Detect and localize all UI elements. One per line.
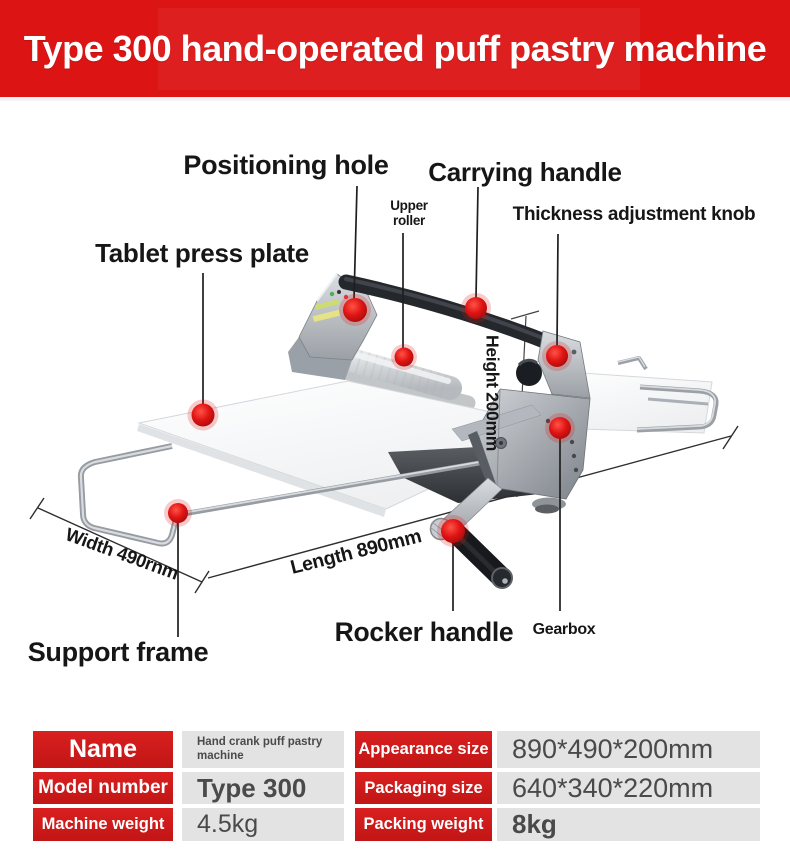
red-markers: [164, 293, 575, 547]
spec-label-machine-weight: Machine weight: [33, 808, 173, 841]
gearbox-assembly: [451, 388, 591, 514]
label-support-frame: Support frame: [27, 637, 209, 667]
label-tablet-press-plate: Tablet press plate: [95, 238, 309, 268]
left-side-plate: [288, 273, 378, 380]
callout-lines: [177, 185, 561, 637]
spec-label-packing-weight: Packing weight: [355, 808, 492, 841]
banner-inner-panel: [158, 8, 640, 90]
spec-label-packaging-size: Packaging size: [355, 772, 492, 804]
spec-label-model-number: Model number: [33, 772, 173, 804]
support-frame-wire: [77, 443, 521, 547]
right-board: [548, 356, 719, 434]
label-height-dimension: Height 200mm: [482, 334, 503, 452]
spec-label-appearance-size: Appearance size: [355, 731, 492, 768]
banner-bottom-edge: [0, 97, 790, 101]
page-title: Type 300 hand-operated puff pastry machi…: [23, 27, 767, 69]
label-positioning-hole: Positioning hole: [183, 150, 389, 180]
spec-value-name: Hand crank puff pastry machine: [182, 731, 344, 768]
header-banner: Type 300 hand-operated puff pastry machi…: [0, 0, 790, 97]
spec-value-packaging-size: 640*340*220mm: [497, 772, 760, 804]
spec-value-packing-weight: 8kg: [497, 808, 760, 841]
label-gearbox: Gearbox: [532, 621, 596, 638]
spec-value-model-number: Type 300: [182, 772, 344, 804]
label-rocker-handle: Rocker handle: [334, 617, 514, 647]
thickness-knob: [516, 360, 542, 386]
spec-label-name: Name: [33, 731, 173, 768]
plate-stickers: [312, 290, 349, 323]
label-thickness-knob: Thickness adjustment knob: [512, 204, 756, 225]
machine-illustration: [29, 185, 739, 637]
spec-value-appearance-size: 890*490*200mm: [497, 731, 760, 768]
label-upper-roller: Upper roller: [390, 198, 428, 228]
spec-value-machine-weight: 4.5kg: [182, 808, 344, 841]
label-carrying-handle: Carrying handle: [428, 157, 622, 187]
carrying-handle-bar: [338, 274, 565, 354]
